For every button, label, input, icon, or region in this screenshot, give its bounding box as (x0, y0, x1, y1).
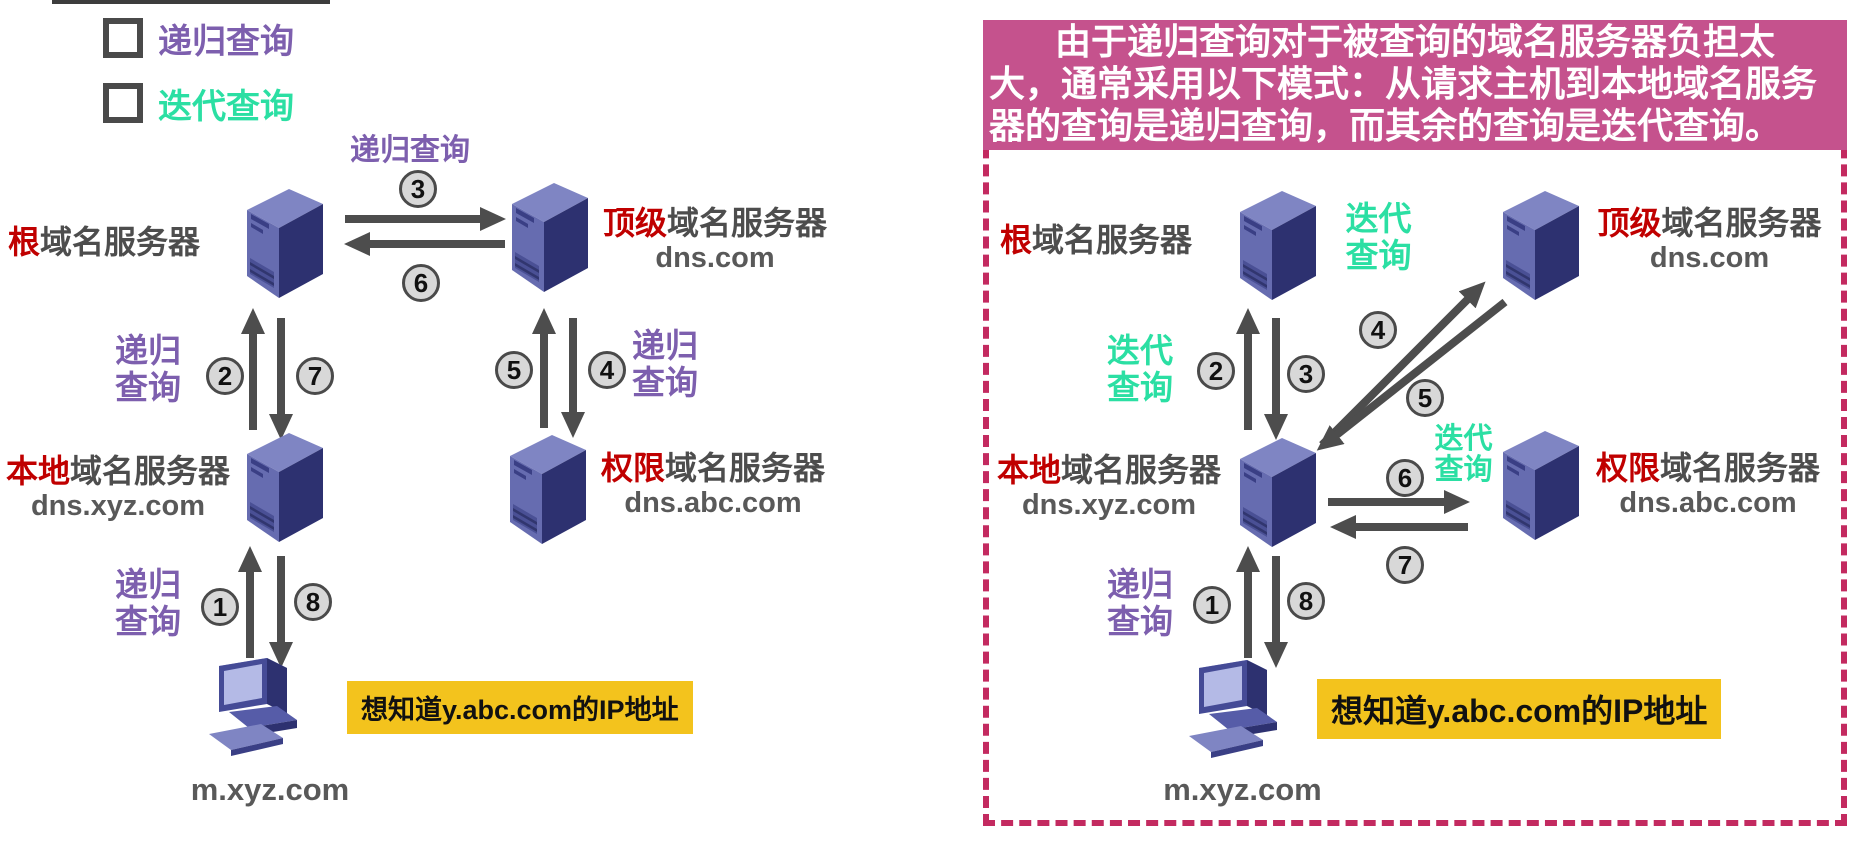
query-label-bottom-pair-left: 递归 查询 (115, 566, 181, 640)
authoritative-server-label-left: 权限域名服务器 dns.abc.com (598, 450, 828, 520)
root-server-label-prefix-left: 根 (8, 224, 41, 260)
step-circle-3-left: 3 (399, 170, 437, 208)
step-circle-6-right: 6 (1386, 459, 1424, 497)
local-server-label-right: 本地域名服务器 dns.xyz.com (993, 452, 1225, 522)
root-server-label-right: 根域名服务器 (1000, 222, 1193, 258)
query-label-bottom-pair-right: 递归 查询 (1107, 566, 1173, 640)
server-icon-root-right (1240, 191, 1316, 300)
step-circle-4-right: 4 (1359, 311, 1397, 349)
ip-question-callout-right: 想知道y.abc.com的IP地址 (1317, 679, 1722, 739)
step-circle-7-left: 7 (296, 357, 334, 395)
authoritative-server-label-right: 权限域名服务器 dns.abc.com (1592, 450, 1824, 520)
legend-checkbox-recursive[interactable] (103, 18, 143, 58)
authoritative-domain-left: dns.abc.com (624, 487, 802, 519)
cutoff-title-fragment (52, 0, 330, 4)
legend-label-iterative: 迭代查询 (158, 88, 294, 126)
header-line-1: 由于递归查询对于被查询的域名服务器负担太 (1054, 21, 1775, 62)
step-circle-7-right: 7 (1386, 546, 1424, 584)
top-level-domain-left: dns.com (655, 242, 775, 274)
legend-label-recursive: 递归查询 (158, 23, 294, 61)
header-line-3: 器的查询是递归查询，而其余的查询是迭代查询。 (989, 105, 1782, 146)
server-icon-top-level-left (512, 183, 588, 292)
server-icon-root-left (247, 189, 323, 298)
host-label-right: m.xyz.com (1163, 772, 1322, 807)
local-domain-left: dns.xyz.com (30, 490, 206, 522)
step-circle-5-left: 5 (495, 351, 533, 389)
query-label-mid-right: 迭代 查询 (1434, 423, 1493, 486)
step-circle-2-right: 2 (1197, 352, 1235, 390)
step-circle-1-left: 1 (201, 588, 239, 626)
local-domain-right: dns.xyz.com (1021, 489, 1197, 521)
server-icon-authoritative-left (510, 435, 586, 544)
host-computer-icon-right (1189, 660, 1277, 758)
authoritative-domain-right: dns.abc.com (1619, 487, 1797, 519)
host-label-left: m.xyz.com (190, 772, 350, 807)
query-label-left-pair-left: 递归 查询 (115, 332, 181, 406)
query-label-right-pair-left: 递归 查询 (632, 327, 698, 401)
top-level-domain-right: dns.com (1649, 242, 1770, 274)
ip-question-callout-left: 想知道y.abc.com的IP地址 (347, 681, 693, 734)
top-level-server-label-right: 顶级域名服务器 dns.com (1592, 205, 1827, 275)
query-label-root-side-right: 迭代 查询 (1345, 200, 1412, 274)
server-icon-authoritative-right (1503, 431, 1579, 540)
local-server-label-left: 本地域名服务器 dns.xyz.com (3, 453, 233, 523)
root-server-label-left: 根域名服务器 (8, 224, 200, 260)
header-line-2: 大，通常采用以下模式：从请求主机到本地域名服务 (989, 63, 1818, 104)
server-icon-local-left (247, 433, 323, 542)
arrow-right-step5 (1316, 298, 1508, 451)
step-circle-8-left: 8 (294, 583, 332, 621)
step-circle-3-right: 3 (1287, 355, 1325, 393)
host-computer-icon-left (209, 658, 297, 756)
step-circle-2-left: 2 (206, 357, 244, 395)
top-level-server-label-left: 顶级域名服务器 dns.com (600, 205, 830, 275)
step-circle-6-left: 6 (402, 264, 440, 302)
step-circle-1-right: 1 (1193, 586, 1231, 624)
right-panel-header: 由于递归查询对于被查询的域名服务器负担太 大，通常采用以下模式：从请求主机到本地… (983, 20, 1847, 150)
arrow-right-step4 (1319, 281, 1486, 448)
step-circle-5-right: 5 (1406, 379, 1444, 417)
step-circle-8-right: 8 (1287, 582, 1325, 620)
root-server-label-suffix-left: 域名服务器 (40, 224, 201, 260)
query-label-top-left: 递归查询 (350, 134, 470, 167)
query-label-left-pair-right: 迭代 查询 (1107, 332, 1173, 406)
step-circle-4-left: 4 (588, 351, 626, 389)
server-icon-local-right (1240, 438, 1316, 547)
legend-checkbox-iterative[interactable] (103, 83, 143, 123)
server-icon-top-level-right (1503, 191, 1579, 300)
